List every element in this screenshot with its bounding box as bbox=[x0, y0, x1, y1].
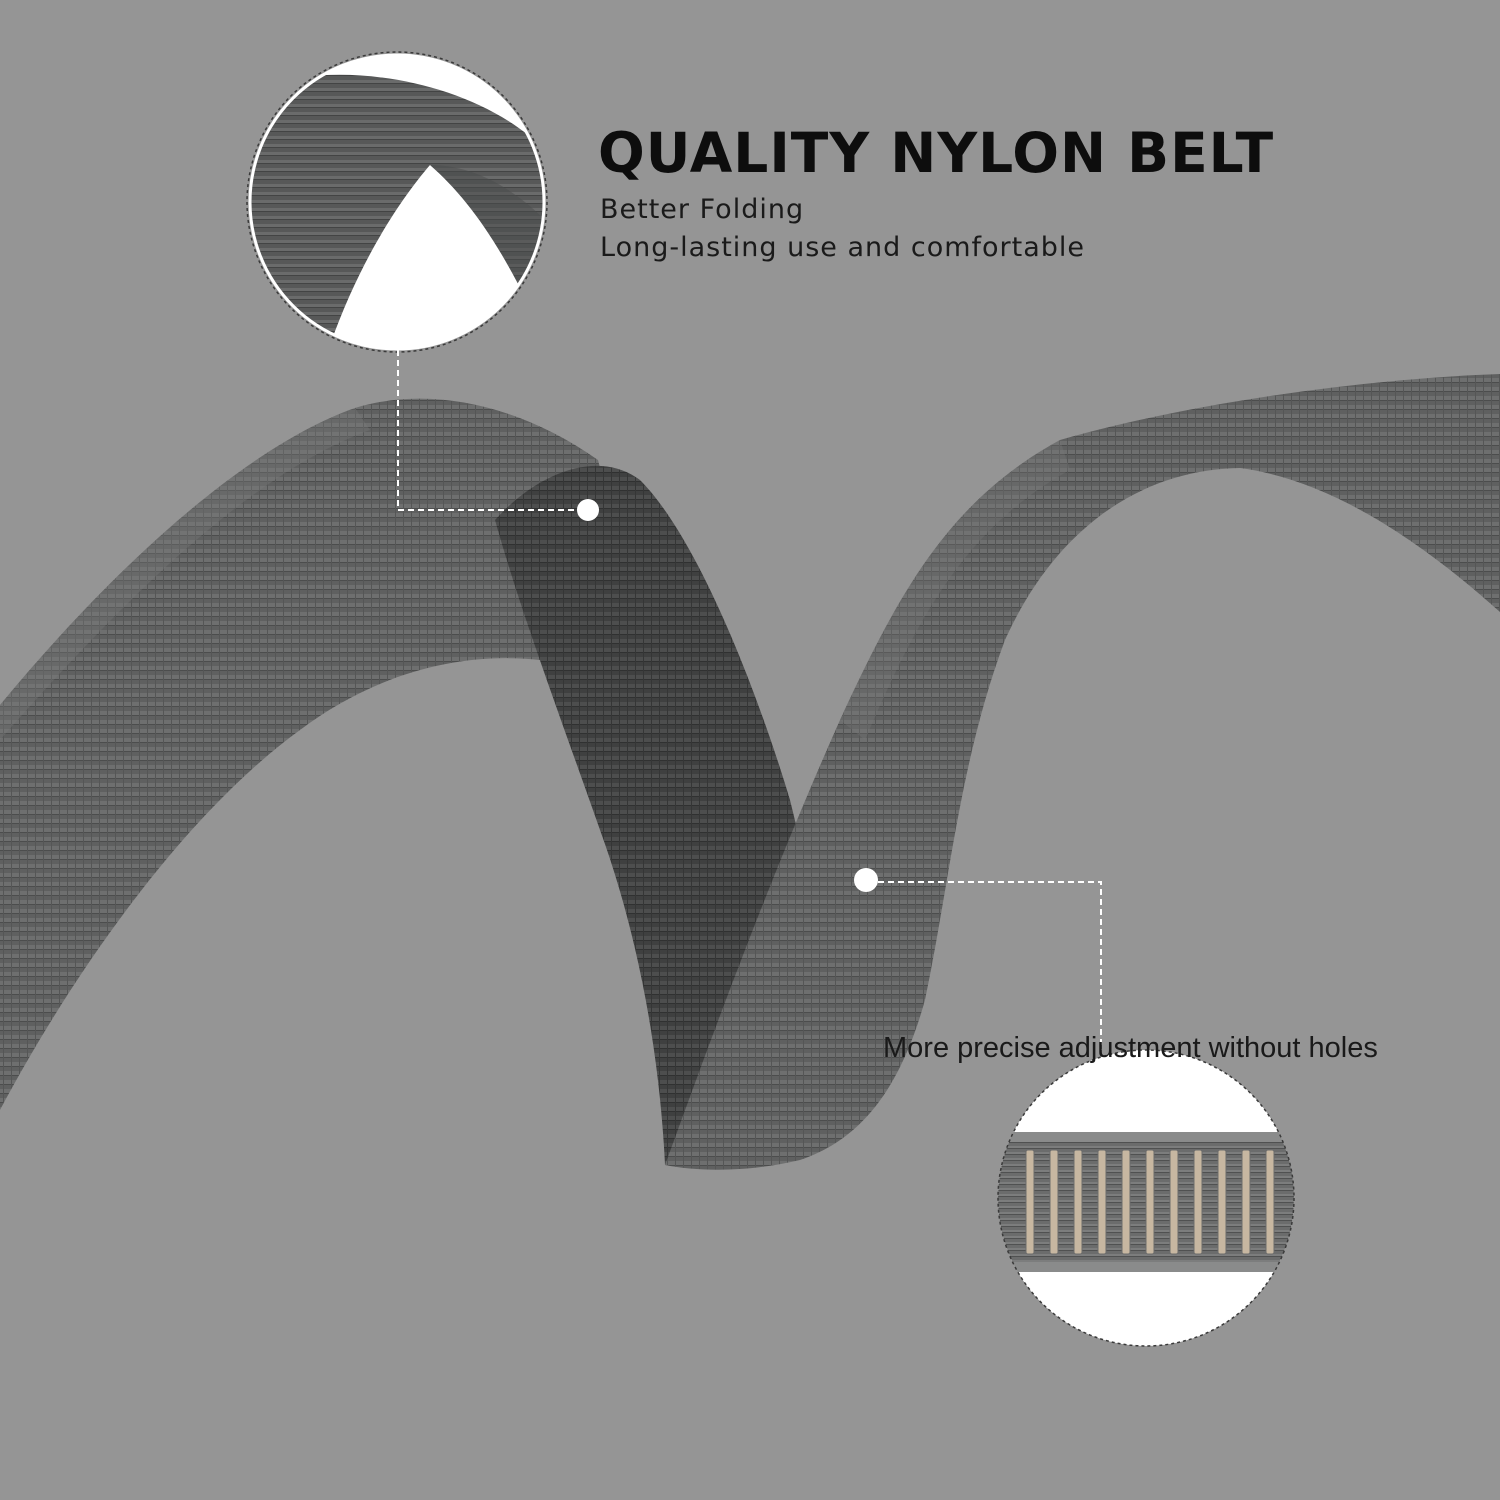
headline-title: QUALITY NYLON BELT bbox=[598, 121, 1275, 185]
fold-detail-lens bbox=[246, 51, 548, 353]
belt-inner-face bbox=[495, 465, 808, 1165]
ratchet-detail-lens bbox=[997, 1049, 1295, 1347]
adjustment-callout-line bbox=[854, 868, 1102, 1050]
fold-callout-dot bbox=[577, 499, 599, 521]
headline-line-2: Long-lasting use and comfortable bbox=[600, 232, 1086, 263]
belt-strap-left bbox=[0, 398, 660, 1110]
headline-line-1: Better Folding bbox=[600, 194, 805, 225]
belt-strap-right bbox=[665, 374, 1500, 1170]
adjustment-callout-dot bbox=[854, 868, 878, 892]
fold-callout-line bbox=[397, 350, 599, 521]
adjustment-caption: More precise adjustment without holes bbox=[883, 1032, 1378, 1064]
